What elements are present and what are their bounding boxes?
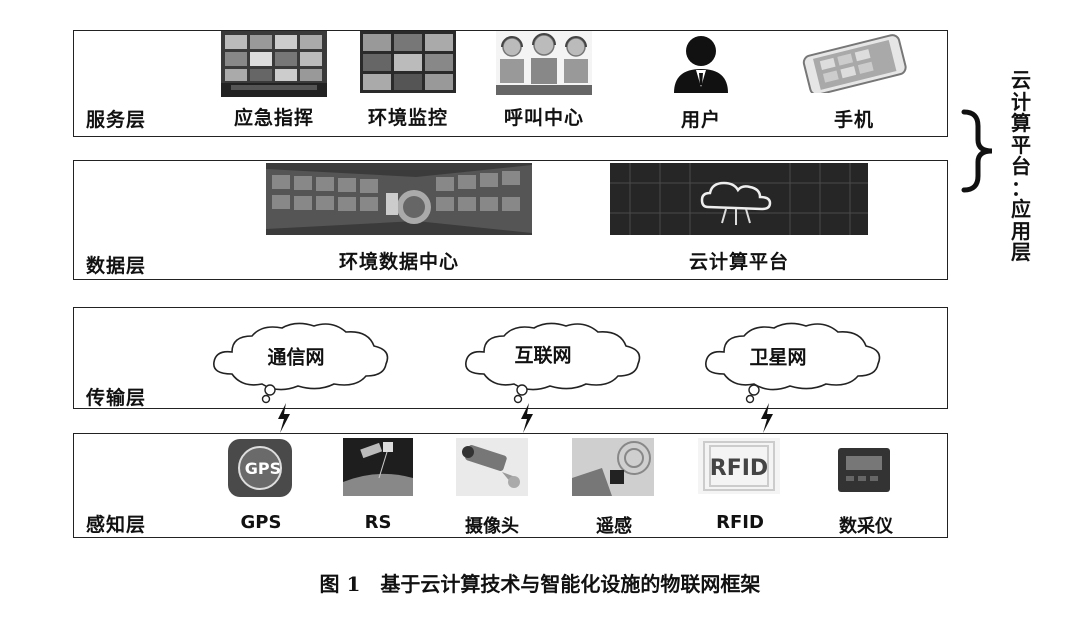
emergency-command-label: 应急指挥 [234,103,314,130]
data-acquisition-label: 数采仪 [839,512,893,538]
remote-sensing-label: 遥感 [596,512,632,538]
side-label-char: 层 [1008,242,1034,264]
data-center-image [266,163,532,235]
internet-label: 互联网 [514,341,571,368]
satellite-network-label: 卫星网 [749,343,806,370]
side-label-char: 平 [1008,135,1034,157]
env-data-center-item: 环境数据中心 [264,163,534,274]
emergency-command-item: 应急指挥 [218,31,330,130]
user-label: 用户 [681,105,721,132]
data-layer-label: 数据层 [86,251,146,278]
call-center-item: 呼叫中心 [492,31,596,130]
gps-label: GPS [241,512,282,533]
cloud-platform-label: 云计算平台 [689,247,789,274]
data-acquisition-device-icon [836,446,892,494]
side-label-char: ： [1008,178,1034,200]
camera-icon [456,438,528,496]
sensing-layer-label: 感知层 [86,510,146,537]
call-center-image [496,31,592,95]
data-layer: 数据层 环境数据中心 [73,160,948,280]
side-label-char: 台 [1008,156,1034,178]
service-layer: 服务层 应急指挥 环境监控 [73,30,948,137]
wireless-link-icon [275,403,293,433]
satellite-icon [343,438,413,496]
mobile-phone-item: 手机 [794,31,914,132]
side-label-char: 云 [1008,70,1034,92]
user-item: 用户 [656,31,746,132]
call-center-label: 呼叫中心 [504,103,584,130]
monitoring-screens-image [360,31,456,93]
cloud-platform-image [610,163,868,235]
env-data-center-label: 环境数据中心 [339,247,459,274]
side-label-char: 算 [1008,113,1034,135]
camera-label: 摄像头 [465,512,519,538]
curly-brace-icon [958,108,998,194]
mobile-phone-label: 手机 [834,105,874,132]
env-monitoring-label: 环境监控 [368,103,448,130]
side-label-char: 计 [1008,92,1034,114]
gps-logo-text: GPS [245,459,281,478]
wireless-link-icon [518,403,536,433]
rfid-label: RFID [716,512,764,533]
cloud-platform-item: 云计算平台 [609,163,869,274]
figure-caption: 图 1 基于云计算技术与智能化设施的物联网框架 [0,568,1080,597]
mobile-phone-icon [799,31,909,93]
command-center-image [221,31,327,97]
service-layer-label: 服务层 [86,105,146,132]
rs-label: RS [365,512,392,533]
remote-sensing-icon [572,438,654,496]
gps-icon: GPS [227,438,293,498]
cloud-platform-application-layer-label: 云 计 算 平 台 ： 应 用 层 [1008,70,1034,264]
wireless-link-icon [758,403,776,433]
side-label-char: 用 [1008,221,1034,243]
transport-layer-label: 传输层 [86,383,146,410]
rfid-icon: RFID [698,438,780,494]
communication-network-label: 通信网 [267,343,324,370]
user-icon [670,31,732,97]
rfid-logo-text: RFID [710,456,768,481]
env-monitoring-item: 环境监控 [356,31,460,130]
side-label-char: 应 [1008,199,1034,221]
